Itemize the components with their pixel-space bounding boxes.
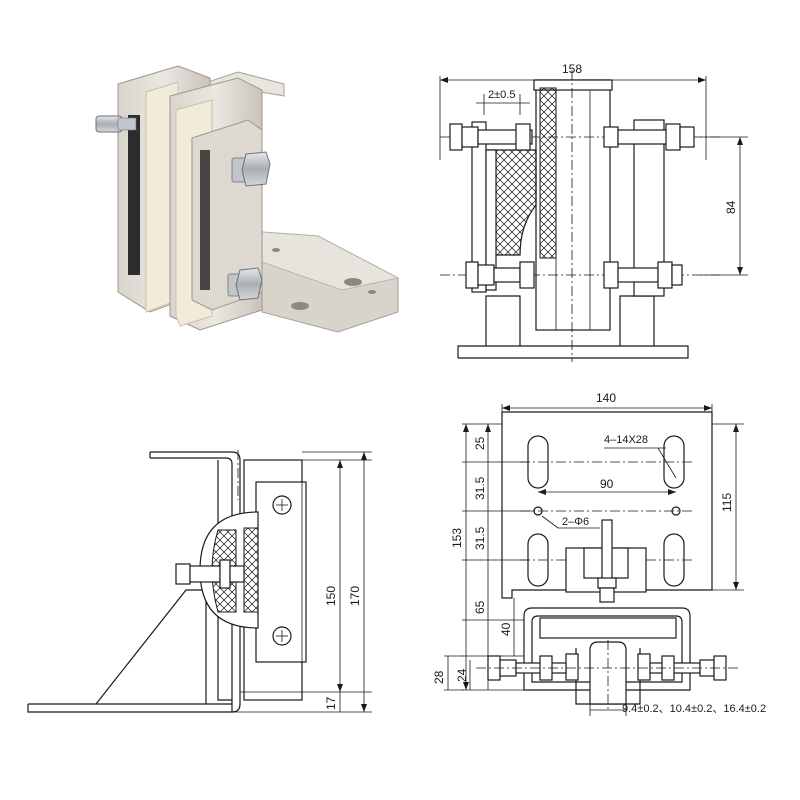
dim-17: 17 bbox=[324, 696, 338, 710]
label-rail-sizes: 9.4±0.2、10.4±0.2、16.4±0.2 bbox=[622, 703, 766, 715]
dim-width-158: 158 bbox=[562, 62, 582, 76]
side-bolt-heads bbox=[272, 495, 292, 646]
dim-150: 150 bbox=[324, 586, 338, 606]
dim-153: 153 bbox=[450, 528, 464, 548]
dim-140: 140 bbox=[596, 391, 616, 405]
plan-holes bbox=[520, 506, 694, 516]
dim-25: 25 bbox=[473, 436, 487, 450]
dim-40: 40 bbox=[499, 622, 513, 636]
label-holes: 2–Φ6 bbox=[562, 516, 589, 528]
dim-31-5-a: 31.5 bbox=[473, 476, 487, 500]
dim-28: 28 bbox=[432, 670, 446, 684]
label-slots: 4–14X28 bbox=[604, 434, 648, 446]
dim-65: 65 bbox=[473, 600, 487, 614]
photo-bolt-right-lower bbox=[227, 267, 263, 301]
front-bolt-top bbox=[440, 123, 720, 151]
dim-90: 90 bbox=[600, 477, 614, 491]
dim-height-84: 84 bbox=[724, 200, 738, 214]
dim-31-5-b: 31.5 bbox=[473, 526, 487, 550]
photo-bolt-top-left bbox=[95, 115, 137, 133]
photo-bolt-right-upper bbox=[231, 151, 271, 187]
side-view: 150 170 17 bbox=[27, 450, 372, 713]
dim-24: 24 bbox=[455, 668, 469, 682]
plan-view: 90 bbox=[432, 391, 766, 716]
front-view: 158 2±0.5 84 bbox=[439, 62, 748, 362]
dim-170: 170 bbox=[348, 586, 362, 606]
dim-gap: 2±0.5 bbox=[488, 89, 515, 101]
product-photo bbox=[95, 65, 400, 333]
side-bolt bbox=[175, 559, 245, 589]
dim-115: 115 bbox=[720, 493, 734, 512]
front-bolt-bottom bbox=[440, 261, 720, 289]
